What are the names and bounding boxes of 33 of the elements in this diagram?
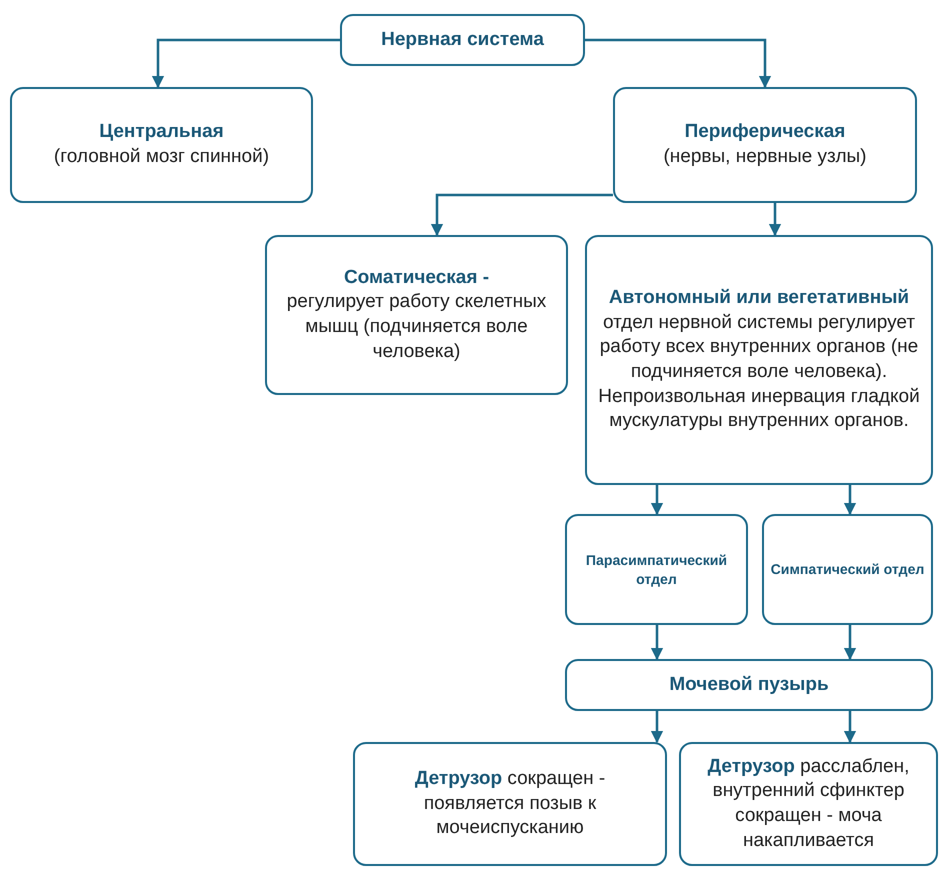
box-text: Автономный или вегетативный отдел нервной системы регулирует работу всех внутренних органов (не подчиняется воле человека). Непроизвольная инервация гладкой мускулатуры внутренних органов. [597, 286, 921, 434]
box-heading: Периферическая [684, 120, 846, 144]
arrow [844, 711, 856, 744]
process-box [265, 235, 568, 395]
box-text: регулирует работу скелетных мышц (подчиняется воле человека) [286, 290, 548, 364]
arrow [650, 625, 664, 660]
box-text: Симпатический отдел [770, 560, 924, 579]
process-box [613, 87, 917, 203]
box-text: Детрузор сокращен - появляется позыв к мочеиспусканию [414, 766, 606, 840]
process-box [340, 14, 585, 66]
box-text: (головной мозг спинной) [54, 145, 270, 169]
box-heading: Соматическая - [344, 266, 490, 290]
arrow [768, 203, 782, 236]
process-box [585, 235, 933, 485]
process-box [762, 514, 933, 625]
box-text: Парасимпатический отдел [584, 551, 728, 588]
arrow [844, 485, 856, 516]
box-text: Детрузор расслаблен, внутренний сфинктер сокращен - моча накапливается [706, 754, 910, 853]
arrow [430, 194, 613, 236]
arrow [152, 38, 340, 88]
process-box [353, 742, 667, 866]
process-box [565, 659, 933, 711]
process-box [10, 87, 313, 203]
arrow [650, 485, 664, 516]
arrow [650, 711, 664, 744]
box-heading: Центральная [99, 120, 224, 144]
arrow [585, 38, 772, 88]
process-box [565, 514, 748, 625]
arrow [844, 625, 856, 660]
box-text: (нервы, нервные узлы) [663, 145, 867, 169]
box-text: Нервная система [381, 28, 544, 52]
process-box [679, 742, 938, 866]
box-text: Мочевой пузырь [669, 672, 829, 697]
